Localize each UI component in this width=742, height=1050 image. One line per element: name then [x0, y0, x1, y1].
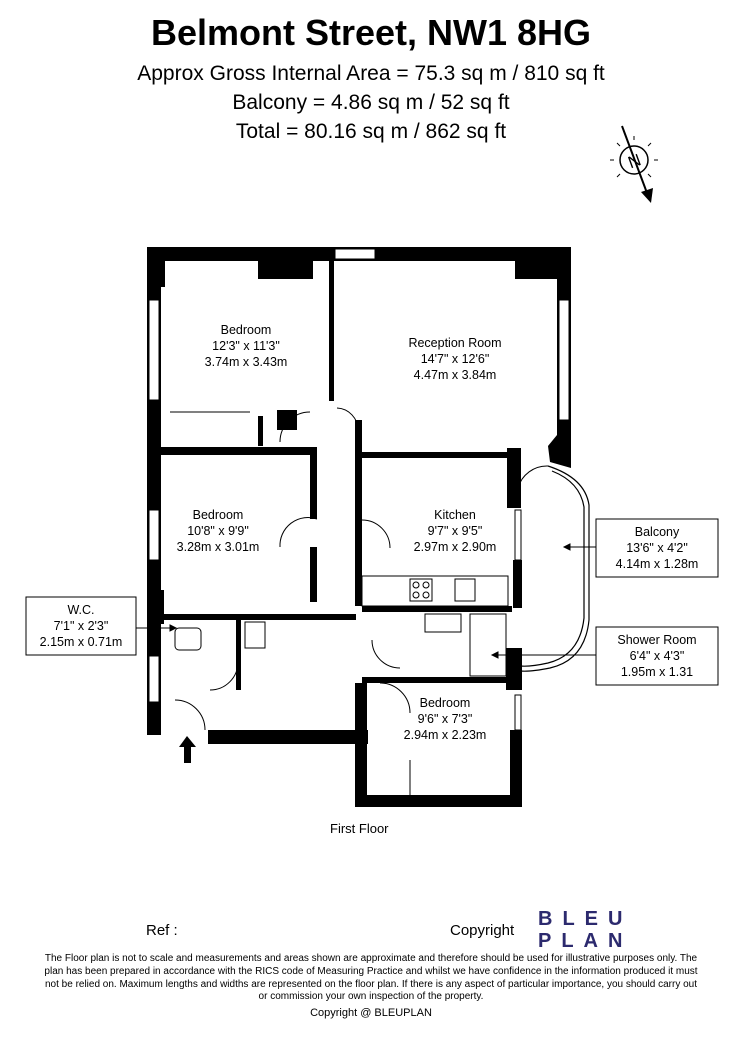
- room-imperial: 14'7" x 12'6": [420, 352, 490, 366]
- floor-label: First Floor: [330, 821, 389, 836]
- callout-name: Balcony: [634, 525, 680, 539]
- callout-arrows: [136, 543, 596, 659]
- gross-internal-area: Approx Gross Internal Area = 75.3 sq m /…: [137, 62, 605, 85]
- room-metric: 3.28m x 3.01m: [176, 540, 260, 554]
- brand-logo-line1: BLEU: [538, 908, 633, 930]
- balcony-area: Balcony = 4.86 sq m / 52 sq ft: [232, 91, 510, 114]
- disclaimer-text: The Floor plan is not to scale and measu…: [44, 953, 698, 1003]
- kitchen-units: [361, 575, 509, 633]
- room-name: Bedroom: [220, 323, 272, 337]
- room-name: Kitchen: [434, 508, 476, 522]
- callout-metric: 2.15m x 0.71m: [39, 635, 123, 649]
- callout-imperial: 7'1" x 2'3": [53, 619, 109, 633]
- room-metric: 2.97m x 2.90m: [413, 540, 497, 554]
- room-name: Bedroom: [192, 508, 244, 522]
- balcony-outline: [519, 465, 590, 672]
- room-kitchen: Kitchen 9'7" x 9'5" 2.97m x 2.90m: [395, 507, 515, 555]
- callout-name: Shower Room: [617, 633, 697, 647]
- room-imperial: 9'7" x 9'5": [427, 524, 483, 538]
- room-metric: 3.74m x 3.43m: [204, 355, 288, 369]
- total-area: Total = 80.16 sq m / 862 sq ft: [235, 120, 507, 143]
- room-metric: 4.47m x 3.84m: [413, 368, 497, 382]
- callout-imperial: 6'4" x 4'3": [629, 649, 685, 663]
- room-metric: 2.94m x 2.23m: [403, 728, 487, 742]
- compass-icon: [610, 125, 658, 203]
- callout-metric: 4.14m x 1.28m: [615, 557, 699, 571]
- room-bedroom-1: Bedroom 12'3" x 11'3" 3.74m x 3.43m: [186, 322, 306, 370]
- copyright-label: Copyright: [450, 922, 515, 939]
- windows: [148, 248, 570, 731]
- plan-title: Belmont Street, NW1 8HG: [150, 12, 592, 53]
- room-reception: Reception Room 14'7" x 12'6" 4.47m x 3.8…: [380, 335, 530, 383]
- room-name: Bedroom: [419, 696, 471, 710]
- ref-label: Ref :: [146, 922, 178, 939]
- copyright-footer: Copyright @ BLEUPLAN: [310, 1007, 432, 1019]
- callout-balcony: Balcony 13'6" x 4'2" 4.14m x 1.28m: [596, 524, 718, 572]
- wc-fittings: [174, 613, 507, 677]
- room-bedroom-3: Bedroom 9'6" x 7'3" 2.94m x 2.23m: [385, 695, 505, 743]
- compass-letter: N: [625, 150, 643, 172]
- door-swings: [170, 407, 549, 795]
- room-imperial: 12'3" x 11'3": [212, 339, 280, 353]
- callout-name: W.C.: [67, 603, 95, 617]
- callout-imperial: 13'6" x 4'2": [626, 541, 688, 555]
- callout-metric: 1.95m x 1.31: [620, 665, 694, 679]
- brand-logo-line2: PLAN: [538, 930, 633, 952]
- room-bedroom-2: Bedroom 10'8" x 9'9" 3.28m x 3.01m: [158, 507, 278, 555]
- room-imperial: 9'6" x 7'3": [417, 712, 473, 726]
- room-name: Reception Room: [408, 336, 502, 350]
- callout-boxes: [25, 518, 719, 686]
- callout-shower-room: Shower Room 6'4" x 4'3" 1.95m x 1.31: [596, 632, 718, 680]
- room-imperial: 10'8" x 9'9": [187, 524, 249, 538]
- entrance-arrow-icon: [179, 736, 196, 763]
- callout-wc: W.C. 7'1" x 2'3" 2.15m x 0.71m: [26, 602, 136, 650]
